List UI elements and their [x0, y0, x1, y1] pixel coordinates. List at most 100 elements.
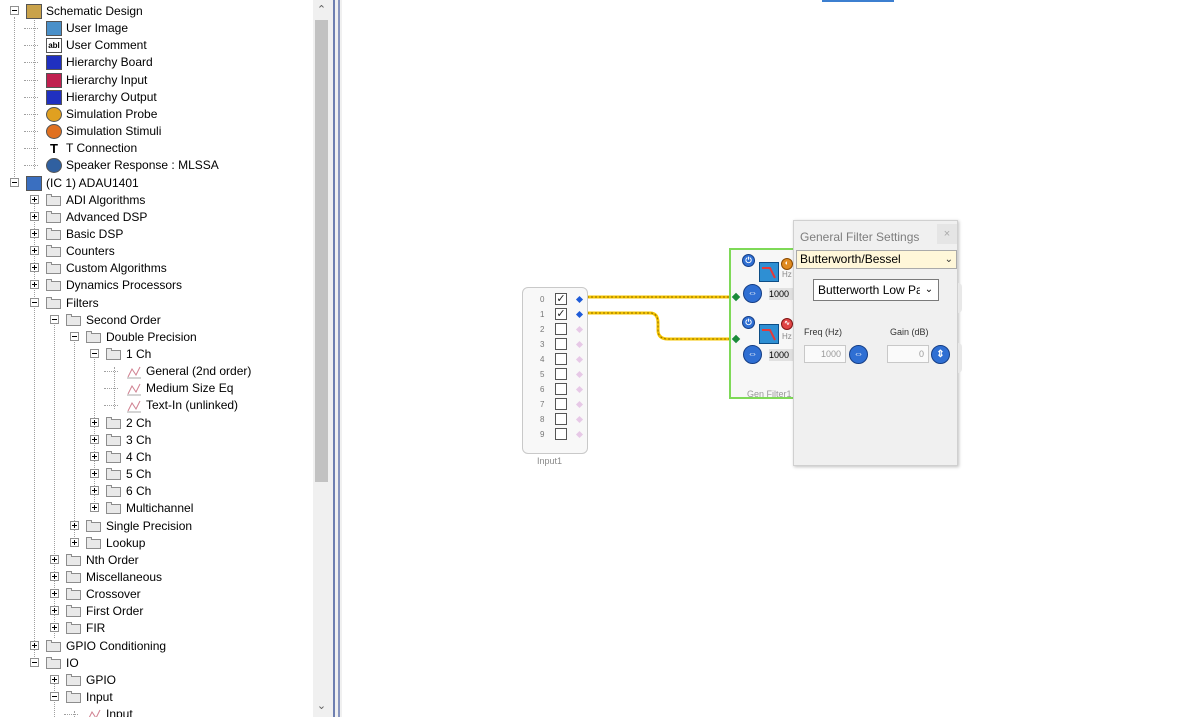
input-channel-checkbox[interactable]: [555, 338, 567, 350]
input-channel-checkbox[interactable]: ✓: [555, 308, 567, 320]
tree-item[interactable]: Input: [0, 689, 313, 706]
tree-item[interactable]: Advanced DSP: [0, 209, 313, 226]
freq-adjust-icon[interactable]: ⇔: [849, 345, 868, 364]
tree-item[interactable]: ADI Algorithms: [0, 192, 313, 209]
input-channel-checkbox[interactable]: [555, 383, 567, 395]
expand-icon[interactable]: [30, 246, 39, 256]
tree-item[interactable]: 5 Ch: [0, 466, 313, 483]
tree-item[interactable]: Multichannel: [0, 500, 313, 517]
filter-type-select[interactable]: Butterworth Low Pass ⌄: [813, 279, 939, 301]
expand-icon[interactable]: [90, 469, 99, 479]
expand-icon[interactable]: [90, 503, 99, 513]
tree-item[interactable]: Hierarchy Input: [0, 72, 313, 89]
expand-icon[interactable]: [90, 451, 99, 461]
close-icon[interactable]: ×: [937, 224, 957, 244]
input-channel-checkbox[interactable]: [555, 428, 567, 440]
collapse-icon[interactable]: [90, 349, 99, 358]
freq-adjust-icon-2[interactable]: ⇔: [743, 345, 762, 364]
tree-item[interactable]: Hierarchy Output: [0, 89, 313, 106]
input-channel-checkbox[interactable]: [555, 323, 567, 335]
tree-item-label: Hierarchy Output: [66, 89, 157, 104]
collapse-icon[interactable]: [30, 657, 39, 667]
tree-item[interactable]: Text-In (unlinked): [0, 397, 313, 414]
tree-item[interactable]: Input: [0, 706, 313, 717]
tree-item[interactable]: IO: [0, 655, 313, 672]
expand-icon[interactable]: [90, 417, 99, 427]
tree-item[interactable]: 6 Ch: [0, 483, 313, 500]
input-channel-checkbox[interactable]: [555, 413, 567, 425]
tree-item[interactable]: Nth Order: [0, 552, 313, 569]
tree-item[interactable]: Hierarchy Board: [0, 54, 313, 71]
freq-input[interactable]: 1000: [804, 345, 846, 363]
input-channel-checkbox[interactable]: [555, 353, 567, 365]
tree-item[interactable]: 4 Ch: [0, 449, 313, 466]
tree-item[interactable]: Second Order: [0, 312, 313, 329]
tree-item[interactable]: Single Precision: [0, 518, 313, 535]
tree-item[interactable]: Lookup: [0, 535, 313, 552]
tree-item[interactable]: Simulation Stimuli: [0, 123, 313, 140]
expand-icon[interactable]: [30, 194, 39, 204]
expand-icon[interactable]: [90, 486, 99, 496]
expand-icon[interactable]: [50, 606, 59, 616]
scroll-down-icon[interactable]: ⌄: [316, 700, 327, 712]
power-icon-2[interactable]: ⏻: [742, 316, 755, 329]
tree-scrollbar[interactable]: ⌃ ⌄: [313, 0, 330, 717]
filter-family-select[interactable]: Butterworth/Bessel ⌄: [796, 250, 957, 269]
power-icon[interactable]: ⏻: [742, 254, 755, 267]
tree-item[interactable]: GPIO Conditioning: [0, 638, 313, 655]
tree-item[interactable]: GPIO: [0, 672, 313, 689]
tree-item[interactable]: Simulation Probe: [0, 106, 313, 123]
tree-item[interactable]: User Image: [0, 20, 313, 37]
tree-item[interactable]: Medium Size Eq: [0, 380, 313, 397]
tree-item[interactable]: First Order: [0, 603, 313, 620]
gain-adjust-icon[interactable]: ⇕: [931, 345, 950, 364]
tree-item[interactable]: Schematic Design: [0, 3, 313, 20]
scroll-thumb[interactable]: [315, 20, 328, 482]
collapse-icon[interactable]: [50, 314, 59, 324]
expand-icon[interactable]: [50, 589, 59, 599]
expand-icon[interactable]: [30, 280, 39, 290]
gain-input[interactable]: 0: [887, 345, 929, 363]
collapse-icon[interactable]: [30, 297, 39, 307]
collapse-icon[interactable]: [10, 6, 19, 15]
tree-item[interactable]: Basic DSP: [0, 226, 313, 243]
dial-icon[interactable]: ◐: [781, 258, 793, 270]
tree-item[interactable]: 2 Ch: [0, 415, 313, 432]
collapse-icon[interactable]: [10, 177, 19, 187]
tree-item[interactable]: Counters: [0, 243, 313, 260]
expand-icon[interactable]: [90, 434, 99, 444]
tree-item[interactable]: 3 Ch: [0, 432, 313, 449]
expand-icon[interactable]: [50, 674, 59, 684]
collapse-icon[interactable]: [70, 331, 79, 341]
tree-item[interactable]: 1 Ch: [0, 346, 313, 363]
expand-icon[interactable]: [30, 640, 39, 650]
tree-item[interactable]: FIR: [0, 620, 313, 637]
expand-icon[interactable]: [50, 554, 59, 564]
signal-icon[interactable]: ∿: [781, 318, 793, 330]
tree-item[interactable]: Double Precision: [0, 329, 313, 346]
expand-icon[interactable]: [30, 228, 39, 238]
tree-item[interactable]: Custom Algorithms: [0, 260, 313, 277]
collapse-icon[interactable]: [50, 692, 59, 701]
expand-icon[interactable]: [30, 263, 39, 273]
expand-icon[interactable]: [50, 571, 59, 581]
tree-item[interactable]: General (2nd order): [0, 363, 313, 380]
expand-icon[interactable]: [70, 520, 79, 530]
expand-icon[interactable]: [50, 623, 59, 633]
tree-item[interactable]: Dynamics Processors: [0, 277, 313, 294]
input-channel-checkbox[interactable]: ✓: [555, 293, 567, 305]
tree-item[interactable]: Filters: [0, 295, 313, 312]
tree-item[interactable]: (IC 1) ADAU1401: [0, 175, 313, 192]
tree-item[interactable]: Crossover: [0, 586, 313, 603]
expand-icon[interactable]: [30, 211, 39, 221]
input-channel-checkbox[interactable]: [555, 368, 567, 380]
freq-adjust-icon-1[interactable]: ⇔: [743, 284, 762, 303]
expand-icon[interactable]: [70, 537, 79, 547]
input-channel-checkbox[interactable]: [555, 398, 567, 410]
tree-item[interactable]: Miscellaneous: [0, 569, 313, 586]
panel-splitter[interactable]: [330, 0, 342, 717]
scroll-up-icon[interactable]: ⌃: [316, 4, 327, 16]
tree-item[interactable]: Speaker Response : MLSSA: [0, 157, 313, 174]
